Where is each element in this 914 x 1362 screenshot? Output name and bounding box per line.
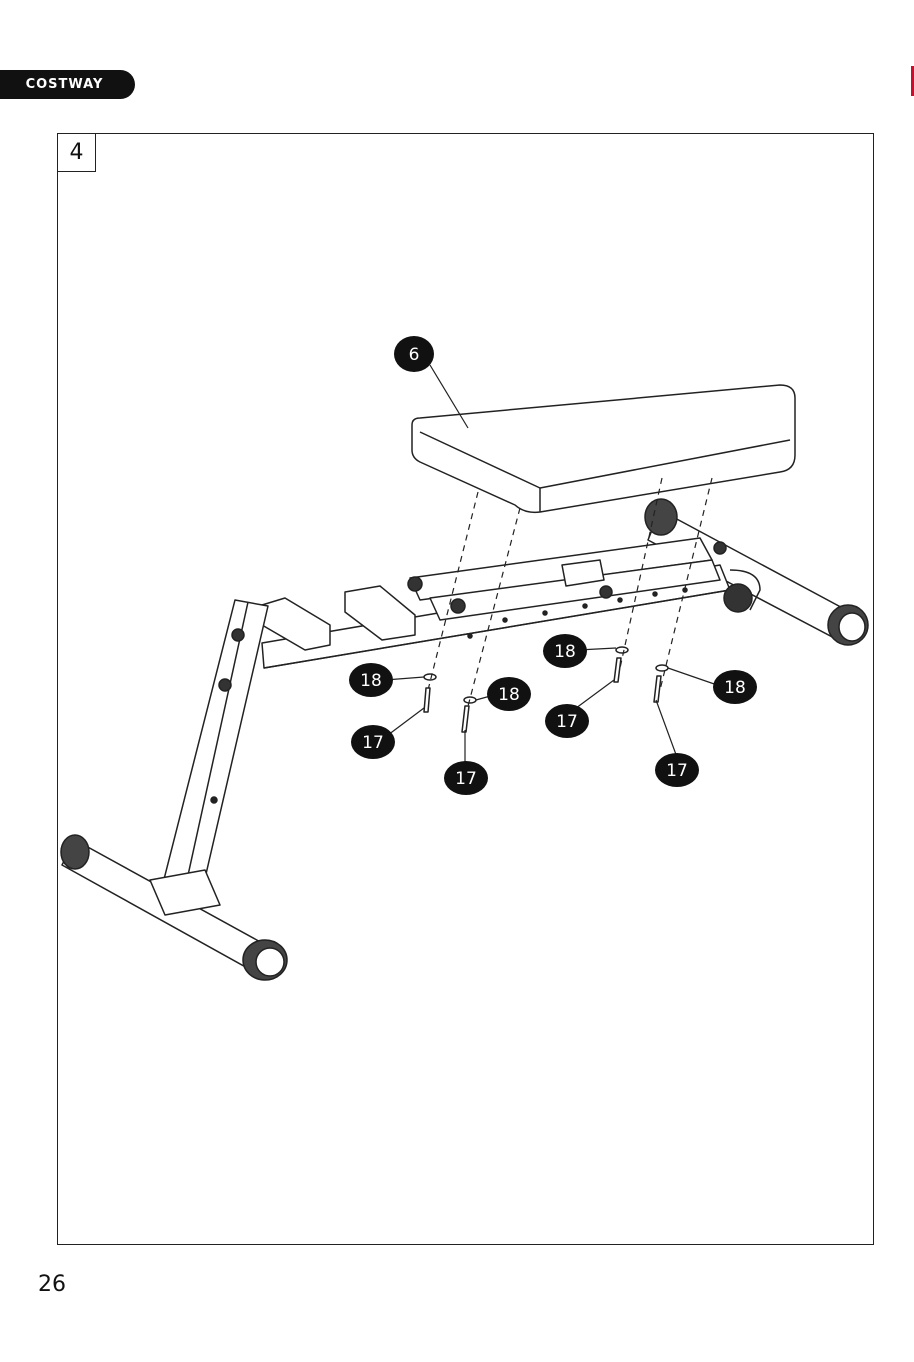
callout-label: 17 — [362, 733, 384, 753]
callout-label: 18 — [724, 678, 746, 698]
seat-pad — [412, 385, 795, 512]
callout-washer-c: 18 — [543, 634, 587, 668]
callout-label: 17 — [455, 769, 477, 789]
callout-washer-a: 18 — [349, 663, 393, 697]
callout-washer-b: 18 — [487, 677, 531, 711]
callout-label: 18 — [360, 671, 382, 691]
callout-screw-d: 17 — [655, 753, 699, 787]
callout-seat: 6 — [394, 336, 434, 372]
callout-label: 18 — [554, 642, 576, 662]
callout-screw-c: 17 — [545, 704, 589, 738]
front-upright — [160, 600, 268, 900]
callout-washer-d: 18 — [713, 670, 757, 704]
callout-screw-b: 17 — [444, 761, 488, 795]
callout-screw-a: 17 — [351, 725, 395, 759]
callout-label: 18 — [498, 685, 520, 705]
callout-label: 6 — [409, 345, 420, 365]
callout-label: 17 — [556, 712, 578, 732]
page-number: 26 — [38, 1272, 66, 1297]
screw-icon — [424, 658, 661, 732]
callout-label: 17 — [666, 761, 688, 781]
